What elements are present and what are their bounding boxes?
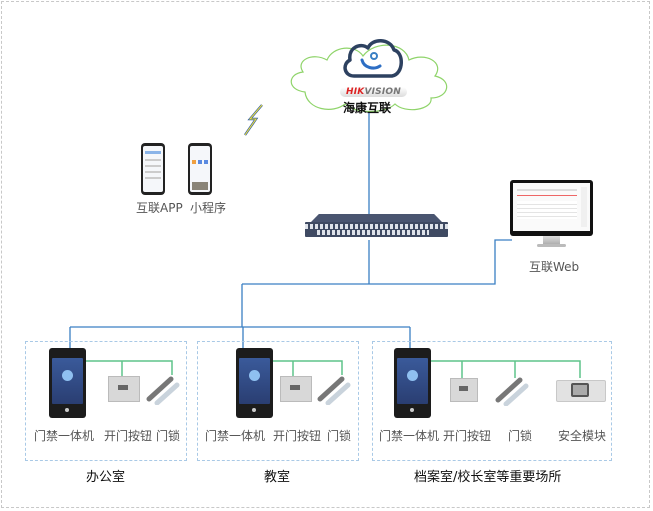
lightning-icon bbox=[244, 104, 263, 136]
exit-button-icon bbox=[280, 376, 312, 402]
cloud-service: HIKVISION 海康互联 bbox=[285, 32, 455, 115]
hikvision-logo: HIKVISION bbox=[340, 87, 407, 97]
device-label: 门禁一体机 bbox=[34, 429, 95, 443]
cloud-icon bbox=[343, 39, 403, 78]
zone-title: 档案室/校长室等重要场所 bbox=[414, 470, 562, 485]
zone-classroom bbox=[197, 341, 359, 461]
zone-important bbox=[372, 341, 612, 461]
device-label: 门锁 bbox=[508, 429, 533, 443]
access-terminal-icon bbox=[394, 348, 431, 418]
phone-app bbox=[141, 143, 165, 195]
brand-red: HIK bbox=[346, 87, 365, 97]
cloud-name: 海康互联 bbox=[343, 101, 392, 115]
miniprogram-label: 小程序 bbox=[190, 201, 227, 215]
exit-button-icon bbox=[450, 378, 478, 402]
magnetic-lock-icon bbox=[317, 376, 351, 405]
access-terminal-icon bbox=[236, 348, 273, 418]
zone2-device-bus bbox=[258, 360, 343, 375]
device-label: 开门按钮 bbox=[443, 429, 492, 443]
zone3-device-bus bbox=[430, 360, 581, 378]
magnetic-lock-icon bbox=[146, 376, 180, 405]
exit-button-icon bbox=[108, 376, 140, 402]
magnetic-lock-icon bbox=[495, 377, 529, 406]
zone1-device-bus bbox=[85, 360, 173, 375]
device-label: 开门按钮 bbox=[273, 429, 322, 443]
device-label: 开门按钮 bbox=[104, 429, 153, 443]
zone-title: 教室 bbox=[264, 470, 291, 485]
zone-title: 办公室 bbox=[86, 470, 126, 485]
device-label: 门禁一体机 bbox=[379, 429, 440, 443]
monitor-icon bbox=[510, 180, 593, 250]
device-label: 门锁 bbox=[327, 429, 352, 443]
access-terminal-icon bbox=[49, 348, 86, 418]
app-label: 互联APP bbox=[136, 201, 183, 215]
security-module-icon bbox=[556, 380, 606, 402]
phone-miniprogram bbox=[188, 143, 212, 195]
device-label: 安全模块 bbox=[558, 429, 607, 443]
web-link bbox=[242, 239, 512, 285]
brand-gray: VISION bbox=[364, 87, 401, 97]
network-switch-icon bbox=[305, 214, 448, 240]
web-label: 互联Web bbox=[529, 260, 580, 274]
device-label: 门禁一体机 bbox=[205, 429, 266, 443]
zone-office bbox=[25, 341, 187, 461]
device-label: 门锁 bbox=[156, 429, 181, 443]
cloud-outline-icon bbox=[290, 44, 448, 113]
